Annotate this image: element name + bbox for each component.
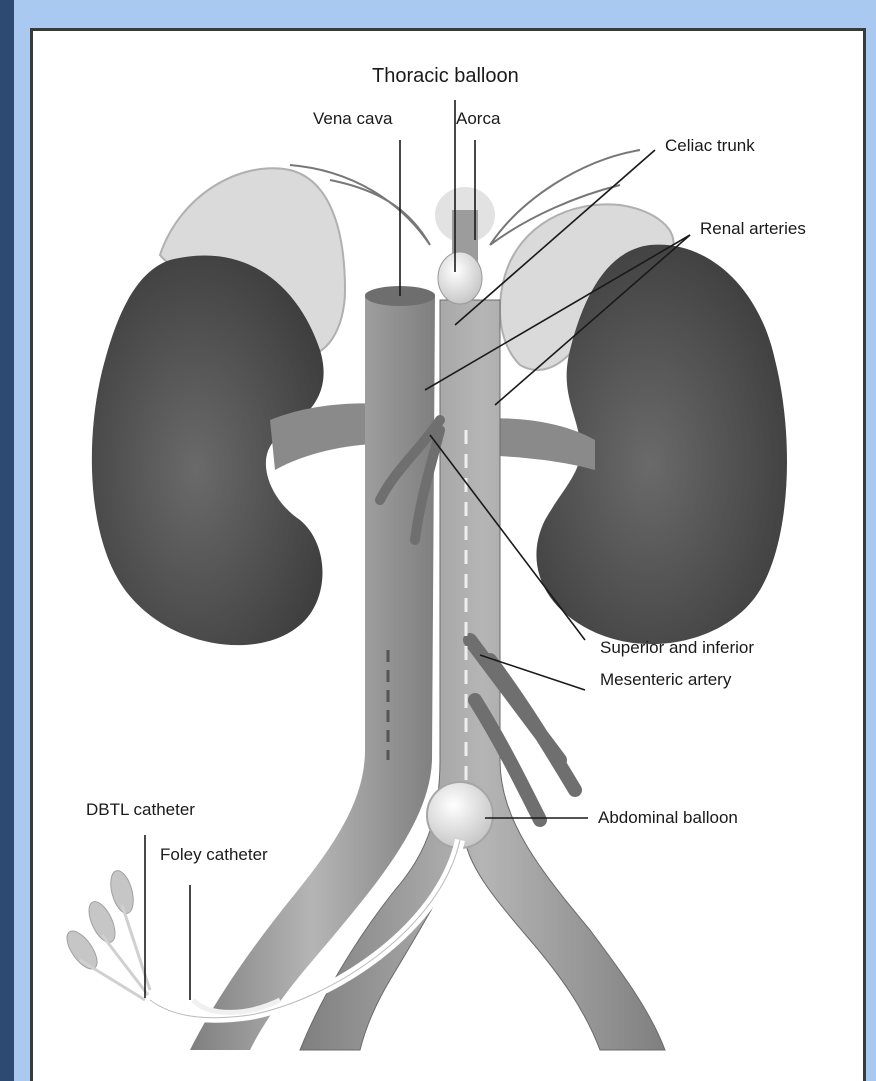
label-aorca: Aorca (456, 109, 501, 128)
label-mesenteric-artery: Mesenteric artery (600, 670, 732, 689)
label-superior-inferior: Superior and inferior (600, 638, 754, 657)
label-abdominal-balloon: Abdominal balloon (598, 808, 738, 827)
label-dbtl-catheter: DBTL catheter (86, 800, 195, 819)
label-thoracic-balloon: Thoracic balloon (372, 65, 519, 87)
label-renal-arteries: Renal arteries (700, 219, 806, 238)
label-foley-catheter: Foley catheter (160, 845, 268, 864)
label-celiac-trunk: Celiac trunk (665, 136, 755, 155)
abdominal-balloon (427, 782, 493, 848)
thoracic-balloon (438, 252, 482, 304)
label-vena-cava: Vena cava (313, 109, 393, 128)
